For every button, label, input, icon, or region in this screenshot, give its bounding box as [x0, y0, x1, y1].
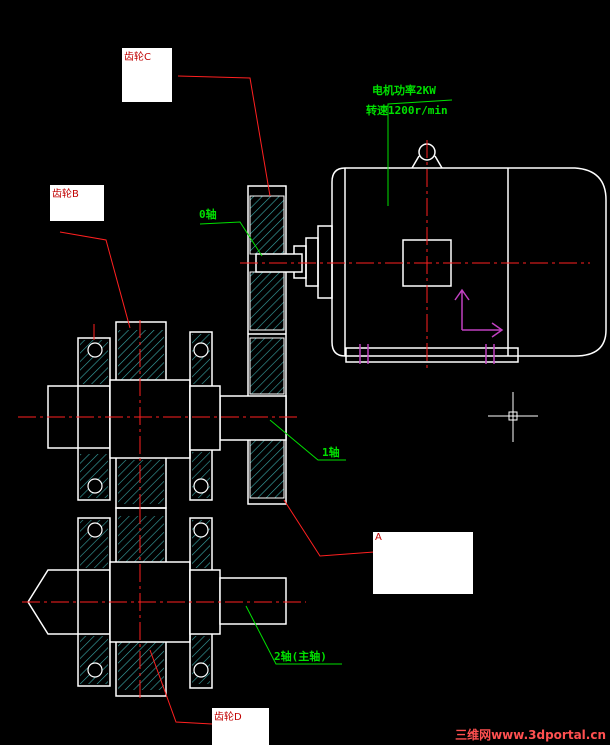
callout-gear-b-title: 齿轮B: [52, 189, 79, 200]
callout-gear-d-title: 齿轮D: [214, 712, 242, 723]
motor-speed-label: 转速1200r/min: [366, 104, 448, 117]
callout-a: A: [373, 532, 473, 594]
watermark: 三维网www.3dportal.cn: [455, 728, 606, 742]
center-lines: [18, 140, 590, 700]
shaft-2-label: 2轴(主轴): [274, 650, 327, 663]
shaft-2-assembly: [27, 507, 287, 697]
gear-c: [219, 185, 303, 505]
motor: [293, 143, 607, 363]
shaft-0-label: 0轴: [199, 208, 217, 221]
shaft-1-assembly: [47, 321, 221, 509]
motor-power-label: 电机功率2KW: [372, 84, 436, 97]
callout-gear-d: 齿轮D: [212, 708, 269, 745]
callout-gear-b: 齿轮B: [50, 185, 104, 221]
shaft-1-label: 1轴: [322, 446, 340, 459]
callout-gear-c: 齿轮C: [122, 48, 172, 102]
callout-gear-c-title: 齿轮C: [124, 52, 151, 63]
ucs-icon: [359, 288, 504, 364]
callout-a-title: A: [375, 532, 382, 543]
leaders: [59, 75, 453, 725]
crosshair-cursor: [488, 392, 538, 442]
